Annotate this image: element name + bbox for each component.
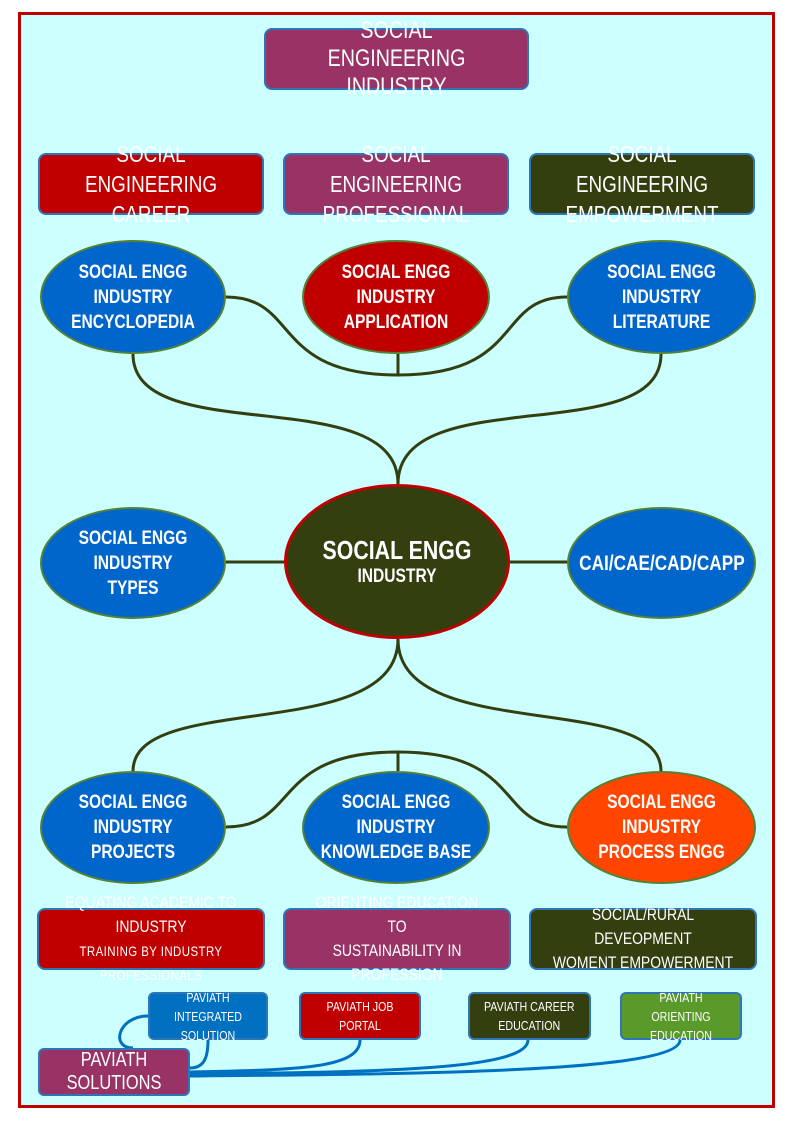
solution-integrated-line-1: PAVIATH INTEGRATED	[174, 989, 242, 1024]
connector-solutions-orienting	[189, 1039, 682, 1078]
node-projects-line-2: PROJECTS	[91, 842, 175, 863]
strip-social-line-2: WOMENT EMPOWERMENT	[552, 953, 734, 972]
node-process: SOCIAL ENGG INDUSTRY PROCESS ENGG	[567, 771, 756, 884]
node-literature-line-1: SOCIAL ENGG INDUSTRY	[607, 261, 716, 308]
connector-encyclopedia-application	[225, 295, 400, 377]
strip-orienting: ORIENTING EDUCATION TO SUSTAINABILITY IN…	[283, 893, 511, 984]
center-node: SOCIAL ENGG INDUSTRY	[284, 484, 510, 639]
page-title: SOCIAL ENGINEERING INDUSTRY	[264, 17, 529, 100]
node-process-line-1: SOCIAL ENGG INDUSTRY	[607, 792, 716, 838]
pillar-professional-line-1: SOCIAL ENGINEERING	[329, 141, 463, 197]
node-literature: SOCIAL ENGG INDUSTRY LITERATURE	[567, 240, 756, 354]
connector-literature-center	[396, 353, 663, 485]
connector-solutions-integrated	[118, 1014, 149, 1050]
node-encyclopedia-line-2: ENCYCLOPEDIA	[71, 311, 195, 333]
node-types-line-2: TYPES	[107, 577, 159, 599]
pillar-empowerment-line-2: EMPOWERMENT	[565, 201, 719, 227]
solution-orienting-line-2: EDUCATION	[649, 1027, 712, 1043]
strip-orienting-line-2: SUSTAINABILITY IN PROFESSION	[332, 941, 462, 984]
node-literature-line-2: LITERATURE	[612, 311, 711, 333]
node-application: SOCIAL ENGG INDUSTRY APPLICATION	[302, 240, 490, 354]
connector-encyclopedia-center	[131, 353, 400, 485]
center-sub-text: INDUSTRY	[357, 566, 437, 587]
solution-career-line-1: PAVIATH CAREER	[484, 999, 575, 1014]
solutions-main: PAVIATH SOLUTIONS	[38, 1048, 190, 1096]
connector-solutions-job	[189, 1039, 362, 1074]
strip-orienting-line-1: ORIENTING EDUCATION TO	[315, 893, 479, 936]
node-projects-line-1: SOCIAL ENGG INDUSTRY	[78, 792, 188, 838]
solutions-main-text: PAVIATH SOLUTIONS	[66, 1049, 162, 1094]
connector-center-projects	[131, 638, 400, 772]
node-knowledge-line-1: SOCIAL ENGG INDUSTRY	[341, 792, 451, 838]
pillar-career: SOCIAL ENGINEERING CAREER	[38, 141, 264, 227]
solution-job-portal-text: PAVIATH JOB PORTAL	[326, 999, 394, 1033]
connector-center-process	[396, 638, 663, 772]
solution-career: PAVIATH CAREER EDUCATION	[468, 992, 591, 1040]
connector-solutions-career	[189, 1039, 530, 1076]
pillar-empowerment-line-1: SOCIAL ENGINEERING	[575, 141, 709, 197]
node-encyclopedia-line-1: SOCIAL ENGG INDUSTRY	[78, 261, 188, 308]
strip-academic-line-1: EQUATING ACADEMIC TO INDUSTRY	[65, 893, 237, 936]
strip-academic: EQUATING ACADEMIC TO INDUSTRY TRAINING B…	[37, 893, 265, 983]
connector-process-knowledge	[397, 750, 568, 829]
center-main-text: SOCIAL ENGG	[322, 535, 472, 565]
title-text: SOCIAL ENGINEERING INDUSTRY	[327, 17, 466, 100]
node-encyclopedia: SOCIAL ENGG INDUSTRY ENCYCLOPEDIA	[40, 240, 226, 354]
node-types-line-1: SOCIAL ENGG INDUSTRY	[78, 527, 188, 574]
pillar-professional: SOCIAL ENGINEERING PROFESSIONAL	[283, 141, 509, 227]
node-cai-text: CAI/CAE/CAD/CAPP	[578, 551, 745, 575]
pillar-career-line-1: SOCIAL ENGINEERING	[84, 141, 218, 197]
solution-integrated: PAVIATH INTEGRATED SOLUTION	[148, 990, 268, 1043]
pillar-empowerment: SOCIAL ENGINEERING EMPOWERMENT	[529, 141, 755, 227]
node-knowledge: SOCIAL ENGG INDUSTRY KNOWLEDGE BASE	[302, 771, 490, 884]
node-cai: CAI/CAE/CAD/CAPP	[567, 507, 756, 619]
strip-academic-line-2: TRAINING BY INDUSTRY PROFESSIONALS	[79, 943, 223, 983]
connector-solutions-integrated-2	[189, 1039, 210, 1070]
node-application-line-1: SOCIAL ENGG INDUSTRY	[341, 261, 451, 308]
solution-career-line-2: EDUCATION	[498, 1018, 561, 1033]
pillar-career-line-2: CAREER	[111, 201, 191, 227]
strip-social-line-1: SOCIAL/RURAL DEVEOPMENT	[591, 905, 695, 948]
solution-job-portal: PAVIATH JOB PORTAL	[299, 992, 421, 1040]
node-types: SOCIAL ENGG INDUSTRY TYPES	[40, 507, 226, 619]
solution-orienting: PAVIATH ORIENTING EDUCATION	[620, 990, 742, 1043]
node-process-line-2: PROCESS ENGG	[598, 842, 725, 863]
solution-integrated-line-2: SOLUTION	[180, 1027, 236, 1043]
pillar-professional-line-2: PROFESSIONAL	[322, 201, 470, 227]
connector-projects-knowledge	[225, 750, 400, 829]
node-application-line-2: APPLICATION	[343, 311, 449, 333]
connector-literature-application	[397, 295, 568, 377]
strip-social: SOCIAL/RURAL DEVEOPMENT WOMENT EMPOWERME…	[529, 905, 757, 972]
node-projects: SOCIAL ENGG INDUSTRY PROJECTS	[40, 771, 226, 884]
solution-orienting-line-1: PAVIATH ORIENTING	[651, 989, 711, 1024]
node-knowledge-line-2: KNOWLEDGE BASE	[320, 842, 472, 863]
